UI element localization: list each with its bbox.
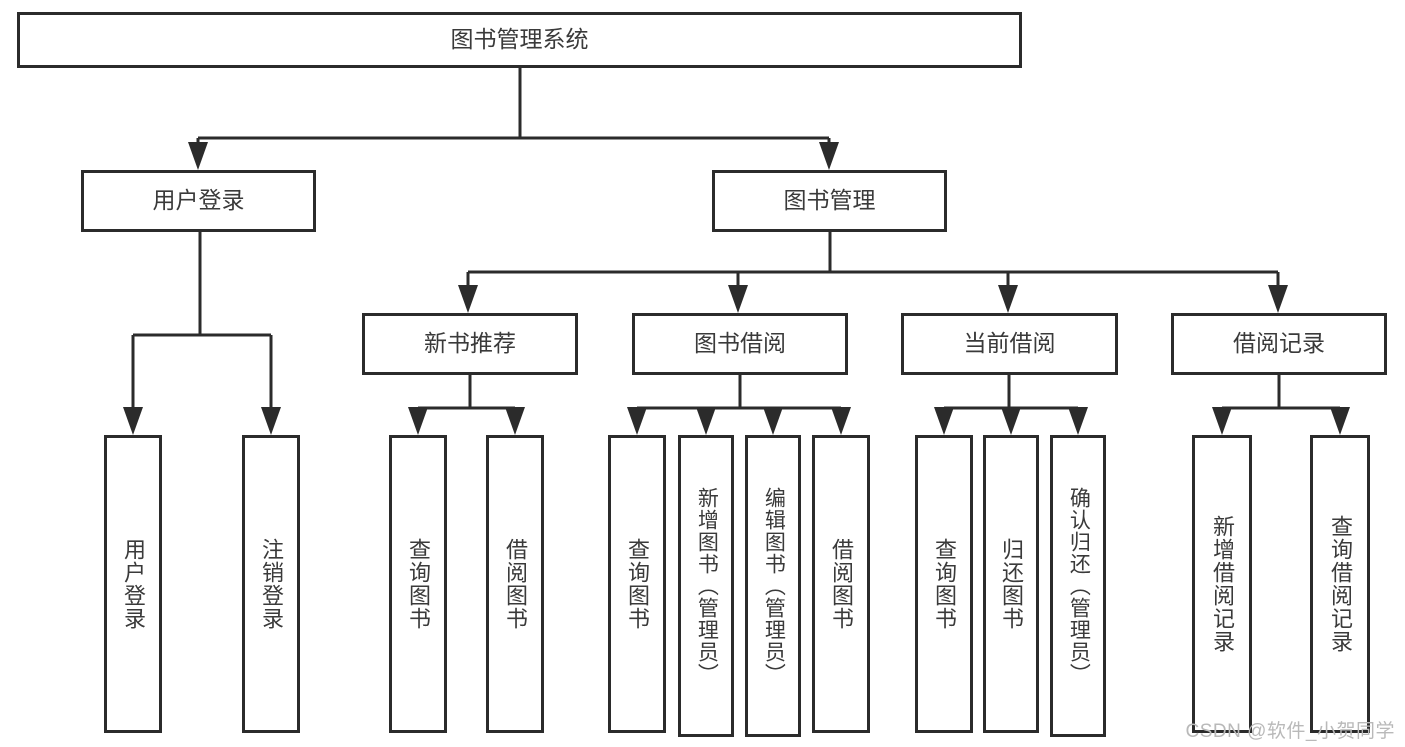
- node-label-book-manage: 图书管理: [784, 187, 876, 213]
- node-label-user-login: 用户登录: [153, 187, 245, 213]
- arrow-head-icon: [934, 407, 954, 435]
- node-boxes-layer: [17, 12, 1387, 737]
- node-box-book-borrow[interactable]: [632, 313, 848, 375]
- arrow-head-icon: [728, 285, 748, 313]
- node-box-leaf-cur-query-book[interactable]: [915, 435, 973, 733]
- node-box-book-manage[interactable]: [712, 170, 947, 232]
- node-box-leaf-user-logout[interactable]: [242, 435, 300, 733]
- arrow-head-icon: [819, 142, 839, 170]
- node-box-leaf-rec-query-book[interactable]: [389, 435, 447, 733]
- node-box-borrow-record[interactable]: [1171, 313, 1387, 375]
- node-box-leaf-borrow-query-book[interactable]: [608, 435, 666, 733]
- node-box-leaf-borrow-borrow-book[interactable]: [812, 435, 870, 733]
- node-label-book-borrow: 图书借阅: [694, 330, 786, 356]
- arrow-head-icon: [763, 407, 783, 435]
- arrow-head-icon: [1330, 407, 1350, 435]
- arrow-head-icon: [1268, 285, 1288, 313]
- arrow-head-icon: [627, 407, 647, 435]
- node-label-borrow-record: 借阅记录: [1233, 330, 1325, 356]
- connector-borrow-record-bus: [1212, 375, 1350, 435]
- node-box-current-borrow[interactable]: [901, 313, 1118, 375]
- arrow-head-icon: [1212, 407, 1232, 435]
- node-box-leaf-borrow-add-book[interactable]: [678, 435, 734, 737]
- connector-root-bus: [188, 68, 839, 170]
- arrow-head-icon: [1001, 407, 1021, 435]
- arrow-head-icon: [831, 407, 851, 435]
- connectors-layer: [123, 68, 1350, 435]
- arrow-head-icon: [505, 407, 525, 435]
- arrow-head-icon: [261, 407, 281, 435]
- connector-new-book-recommend-bus: [408, 375, 525, 435]
- node-label-new-book-recommend: 新书推荐: [424, 330, 516, 356]
- arrow-head-icon: [998, 285, 1018, 313]
- node-box-leaf-rec-borrow-book[interactable]: [486, 435, 544, 733]
- arrow-head-icon: [123, 407, 143, 435]
- arrow-head-icon: [696, 407, 716, 435]
- node-box-user-login[interactable]: [81, 170, 316, 232]
- node-label-current-borrow: 当前借阅: [964, 330, 1056, 356]
- node-box-leaf-cur-return-book[interactable]: [983, 435, 1039, 733]
- arrow-head-icon: [1068, 407, 1088, 435]
- connector-current-borrow-bus: [934, 375, 1088, 435]
- node-label-root: 图书管理系统: [451, 26, 589, 52]
- arrow-head-icon: [408, 407, 428, 435]
- node-box-leaf-cur-confirm-return[interactable]: [1050, 435, 1106, 737]
- watermark-text: CSDN @软件_小贺同学: [1185, 721, 1395, 742]
- arrow-head-icon: [458, 285, 478, 313]
- connector-book-borrow-bus: [627, 375, 851, 435]
- node-box-root[interactable]: [17, 12, 1022, 68]
- node-box-leaf-rec-add-record[interactable]: [1192, 435, 1252, 733]
- connector-user-login-bus: [123, 232, 281, 435]
- connector-book-manage-bus: [458, 232, 1288, 313]
- node-box-new-book-recommend[interactable]: [362, 313, 578, 375]
- node-box-leaf-borrow-edit-book[interactable]: [745, 435, 801, 737]
- node-box-leaf-rec-query-record[interactable]: [1310, 435, 1370, 733]
- node-box-leaf-user-login[interactable]: [104, 435, 162, 733]
- arrow-head-icon: [188, 142, 208, 170]
